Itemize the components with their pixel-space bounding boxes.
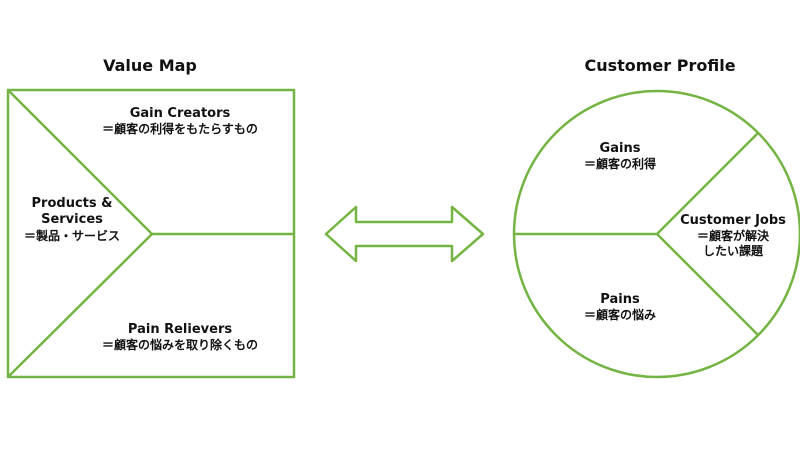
gain-creators-heading: Gain Creators	[129, 106, 231, 121]
products-services-label: Products & Services ＝製品・サービス	[4, 196, 140, 244]
gain-creators-description: ＝顧客の利得をもたらすもの	[102, 122, 258, 137]
products-services-heading-line1: Products &	[31, 196, 113, 211]
gain-creators-label: Gain Creators ＝顧客の利得をもたらすもの	[70, 106, 290, 137]
value-map-upper-diagonal	[7, 89, 153, 235]
pain-relievers-label: Pain Relievers ＝顧客の悩みを取り除くもの	[70, 322, 290, 353]
products-services-description: ＝製品・サービス	[23, 228, 120, 243]
customer-jobs-label: Customer Jobs ＝顧客が解決 したい課題	[670, 213, 796, 259]
gains-description: ＝顧客の利得	[583, 157, 656, 172]
customer-profile-lower-divider	[656, 233, 759, 336]
customer-profile-upper-divider	[656, 132, 759, 235]
pain-relievers-description: ＝顧客の悩みを取り除くもの	[101, 338, 258, 353]
gains-heading: Gains	[599, 141, 641, 156]
customer-jobs-description-line2: したい課題	[702, 244, 763, 259]
pains-description: ＝顧客の悩み	[583, 308, 656, 323]
pains-label: Pains ＝顧客の悩み	[565, 292, 675, 323]
gains-label: Gains ＝顧客の利得	[565, 141, 675, 172]
value-map-lower-diagonal	[7, 233, 153, 378]
pain-relievers-heading: Pain Relievers	[127, 322, 233, 337]
customer-profile-title: Customer Profile	[584, 56, 736, 75]
customer-jobs-heading: Customer Jobs	[680, 213, 786, 228]
value-map-title: Value Map	[103, 56, 197, 75]
customer-jobs-description-line1: ＝顧客が解決	[696, 229, 769, 244]
products-services-heading-line2: Services	[41, 212, 103, 228]
pains-heading: Pains	[600, 292, 640, 307]
double-arrow-icon	[324, 205, 485, 263]
